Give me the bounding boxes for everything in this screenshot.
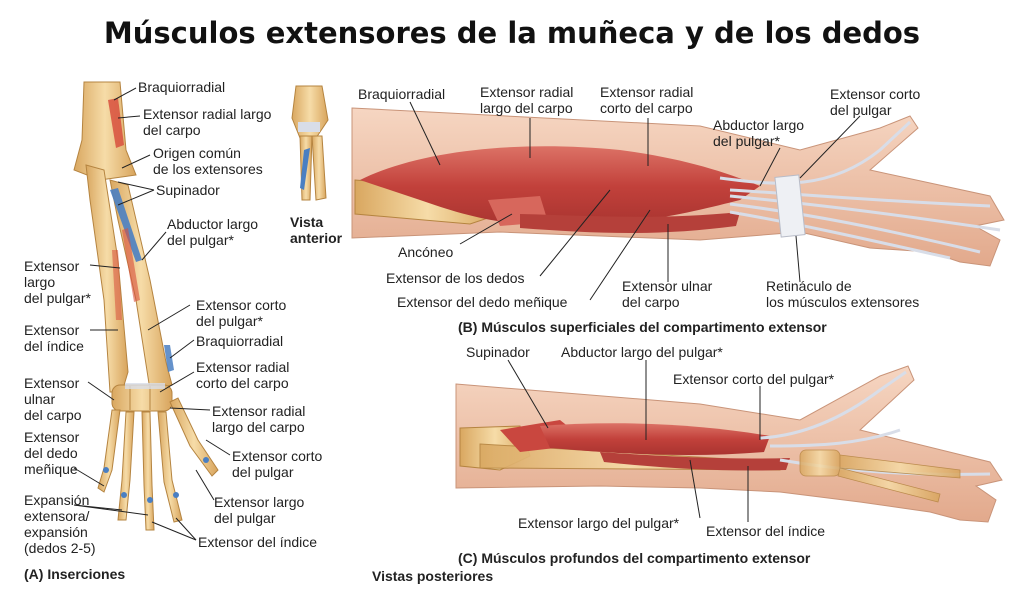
abductor-origin bbox=[122, 228, 140, 302]
humerus-bone bbox=[73, 81, 137, 181]
label-ext-radial-largo-low: Extensor radial largo del carpo bbox=[212, 403, 306, 435]
carpal-bones bbox=[111, 383, 173, 412]
panel-a-skeleton bbox=[73, 81, 329, 531]
label-ext-corto-pulgar-mid: Extensor corto del pulgar* bbox=[196, 297, 287, 329]
brachioradialis-distal bbox=[164, 345, 174, 372]
label-ext-dedos: Extensor de los dedos bbox=[386, 270, 525, 286]
label-ext-dedo-menique-b: Extensor del dedo meñique bbox=[397, 294, 568, 310]
label-supinador-a: Supinador bbox=[156, 182, 220, 198]
figure-title: Músculos extensores de la muñeca y de lo… bbox=[103, 16, 921, 50]
label-ext-ulnar-b: Extensor ulnar del carpo bbox=[622, 278, 713, 310]
hand-bones-c bbox=[799, 449, 961, 503]
leader-lines bbox=[73, 87, 861, 541]
label-abductor-largo-a: Abductor largo del pulgar* bbox=[167, 216, 259, 248]
ulnar-muscle bbox=[520, 212, 740, 233]
label-ext-indice-c: Extensor del índice bbox=[706, 523, 826, 539]
insertion-marks bbox=[103, 457, 209, 503]
caption-vistas-posteriores: Vistas posteriores bbox=[372, 568, 494, 584]
label-ext-corto-pulgar-b: Extensor corto del pulgar bbox=[830, 86, 921, 118]
label-vista-anterior: Vista anterior bbox=[290, 214, 343, 246]
label-ext-radial-largo-b: Extensor radial largo del carpo bbox=[480, 84, 574, 116]
supinator-origin bbox=[110, 188, 142, 262]
deep-muscle-mass bbox=[540, 423, 770, 455]
panel-c-arm bbox=[455, 365, 1003, 523]
label-ext-indice-low: Extensor del índice bbox=[198, 534, 318, 550]
caption-panel-b: (B) Músculos superficiales del compartim… bbox=[458, 319, 827, 335]
label-ext-radial-corto-b: Extensor radial corto del carpo bbox=[600, 84, 694, 116]
label-ext-ulnar-left: Extensor ulnar del carpo bbox=[24, 375, 82, 423]
label-retinaculo: Retináculo de los músculos extensores bbox=[766, 278, 920, 310]
label-ext-radial-corto-mid: Extensor radial corto del carpo bbox=[196, 359, 290, 391]
label-supinador-c: Supinador bbox=[466, 344, 530, 360]
label-ext-indice-left: Extensor del índice bbox=[24, 322, 84, 354]
label-braquiorradial-mid: Braquiorradial bbox=[196, 333, 284, 349]
label-ext-corto-pulgar-c: Extensor corto del pulgar* bbox=[673, 371, 835, 387]
caption-panel-a: (A) Inserciones bbox=[24, 566, 126, 582]
retinaculo-band bbox=[774, 174, 806, 238]
panel-b-arm bbox=[351, 107, 1005, 267]
label-abductor-largo-c: Abductor largo del pulgar* bbox=[561, 344, 723, 360]
caption-panel-c: (C) Músculos profundos del compartimento… bbox=[458, 550, 811, 566]
label-braquiorradial-top: Braquiorradial bbox=[138, 79, 226, 95]
label-ext-corto-pulgar-low: Extensor corto del pulgar bbox=[232, 448, 323, 480]
label-ext-largo-pulgar-low: Extensor largo del pulgar bbox=[214, 494, 305, 526]
finger-bones bbox=[97, 397, 219, 531]
label-expansion: Expansión extensora/ expansión (dedos 2-… bbox=[24, 492, 96, 556]
tendons-b bbox=[719, 120, 1001, 260]
label-braquiorradial-b: Braquiorradial bbox=[358, 86, 446, 102]
label-anconeo: Ancóneo bbox=[398, 244, 454, 260]
label-ext-dedo-menique-left: Extensor del dedo meñique bbox=[24, 429, 80, 477]
label-ext-radial-largo-a: Extensor radial largo del carpo bbox=[143, 106, 272, 138]
label-origen-comun: Origen común de los extensores bbox=[153, 145, 263, 177]
label-ext-largo-pulgar-left: Extensor largo del pulgar* bbox=[24, 258, 91, 306]
superficial-muscle-mass bbox=[360, 146, 760, 226]
label-abductor-largo-b: Abductor largo del pulgar* bbox=[713, 117, 805, 149]
ext-radial-origin bbox=[108, 98, 124, 148]
deep-muscle-lower bbox=[600, 452, 790, 471]
label-ext-largo-pulgar-c: Extensor largo del pulgar* bbox=[518, 515, 680, 531]
inset-anterior-view bbox=[291, 85, 329, 201]
